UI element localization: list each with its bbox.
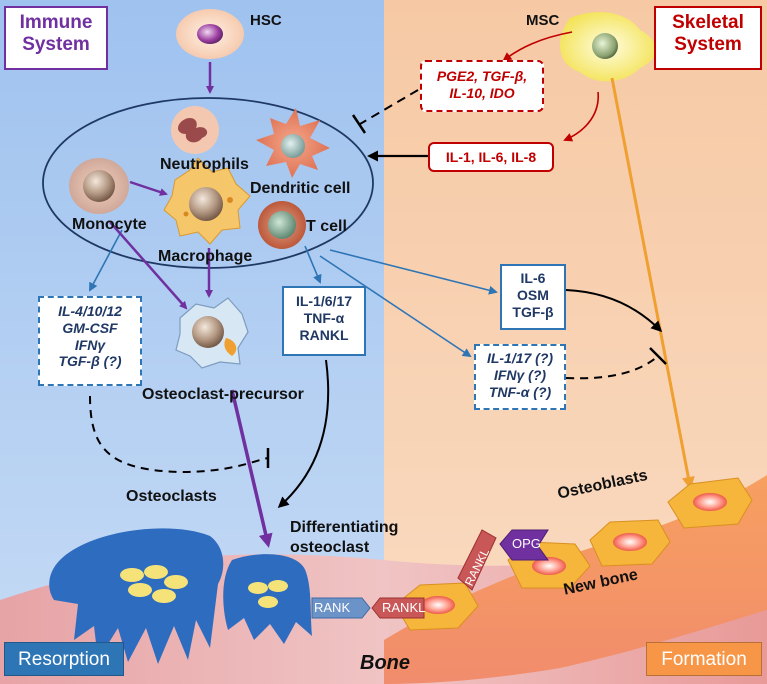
immune-title-line1: Immune: [19, 12, 93, 33]
opg-decoy: [499, 529, 549, 561]
pro-osteoclast-line2: TNF-α: [303, 309, 345, 326]
pro-osteoclast-line1: IL-1/6/17: [295, 293, 353, 309]
osteoclasts-label: Osteoclasts: [126, 488, 217, 505]
t-cell: [258, 201, 306, 249]
t-cell-label: T cell: [306, 218, 347, 235]
monocyte-to-precursor-arrow: [109, 221, 188, 310]
formation-label: Formation: [646, 642, 762, 676]
opg-label: OPG: [512, 536, 541, 551]
inhibitory-blunt-cap: [351, 114, 367, 134]
hsc-label: HSC: [250, 12, 282, 29]
anti-osteoclast-factors-box: IL-4/10/12 GM-CSF IFNγ TGF-β (?): [38, 296, 142, 386]
anti-osteoblast-factors-box: IL-1/17 (?) IFNγ (?) TNF-α (?): [474, 344, 566, 410]
neutrophil-cell: [171, 106, 219, 154]
anti-osteoclast-line3: IFNγ: [74, 336, 106, 353]
rankl-bone-label: RANKL: [382, 600, 426, 615]
msc-inhibitory-line2: IL-10, IDO: [449, 84, 515, 101]
immune-title-line2: System: [22, 33, 90, 55]
pro-osteoblast-arrow: [565, 289, 663, 333]
pro-osteoblast-line2: OSM: [517, 286, 549, 303]
rankl-ligand-osteoblast: [457, 529, 497, 591]
bone-label: Bone: [360, 652, 410, 674]
anti-osteoblast-line2: IFNγ (?): [493, 366, 547, 383]
msc-cell: [559, 12, 656, 82]
inhibitory-to-immune-blunt: [359, 89, 419, 125]
to-pro-osteoblast-arrow: [329, 249, 498, 295]
neutrophils-label: Neutrophils: [160, 156, 249, 173]
anti-osteoclast-line2: GM-CSF: [62, 319, 118, 336]
hsc-cell: [176, 9, 244, 59]
macrophage-cell: [163, 157, 251, 245]
skeletal-title-line1: Skeletal: [672, 12, 744, 33]
osteoclast-precursor-label: Osteoclast-precursor: [142, 386, 304, 403]
anti-osteoblast-blunt: [565, 355, 659, 380]
rank-label: RANK: [314, 600, 351, 615]
monocyte-cell: [69, 158, 129, 214]
osteoclast-precursor-cell: [175, 297, 249, 369]
anti-osteoclast-blunt: [89, 395, 269, 474]
pro-osteoclast-factors-box: IL-1/6/17 TNF-α RANKL: [282, 286, 366, 356]
to-anti-osteoblast-arrow: [319, 255, 472, 358]
msc-inhibitory-factors-box: PGE2, TGF-β, IL-10, IDO: [420, 60, 544, 112]
monocyte-label: Monocyte: [72, 216, 147, 233]
msc-inhibitory-line1: PGE2, TGF-β,: [436, 68, 528, 84]
msc-to-inhibitory-arrow: [502, 31, 573, 62]
anti-osteoclast-line1: IL-4/10/12: [58, 303, 122, 319]
skeletal-system-title: Skeletal System: [654, 6, 762, 70]
differentiating-label-line2: osteoclast: [290, 539, 370, 556]
precursor-to-osteoclast-arrow: [230, 389, 273, 548]
msc-stimulatory-text: IL-1, IL-6, IL-8: [445, 149, 537, 165]
anti-osteoblast-line3: TNF-α (?): [488, 383, 552, 400]
msc-stimulatory-factors-box: IL-1, IL-6, IL-8: [428, 142, 554, 172]
resorption-label: Resorption: [4, 642, 124, 676]
immune-system-title: Immune System: [4, 6, 108, 70]
msc-to-stimulatory-arrow: [563, 91, 599, 142]
msc-to-osteoblast-arrow: [610, 77, 695, 490]
to-anti-osteoclast-arrow: [89, 229, 123, 292]
pro-osteoblast-line3: TGF-β: [512, 303, 554, 320]
to-pro-osteoclast-arrow: [304, 245, 322, 284]
dendritic-cell: [256, 108, 330, 178]
monocyte-to-macrophage-arrow: [129, 180, 168, 196]
msc-label: MSC: [526, 12, 560, 29]
anti-osteoblast-line1: IL-1/17 (?): [486, 350, 554, 366]
pro-osteoblast-factors-box: IL-6 OSM TGF-β: [500, 264, 566, 330]
dendritic-cell-label: Dendritic cell: [250, 180, 351, 197]
macrophage-label: Macrophage: [158, 248, 253, 265]
rank-receptor: [311, 597, 371, 619]
pro-osteoclast-line3: RANKL: [299, 326, 349, 343]
osteoclast-cell: [49, 528, 224, 664]
anti-osteoblast-blunt-cap: [649, 347, 667, 365]
skeletal-title-line2: System: [674, 33, 742, 55]
pro-osteoblast-line1: IL-6: [520, 270, 546, 286]
differentiating-label-line1: Differentiating: [290, 519, 399, 536]
anti-osteoclast-line4: TGF-β (?): [58, 353, 122, 370]
rankl-ligand-bone: [371, 597, 425, 619]
pro-osteoclast-arrow: [277, 359, 330, 509]
differentiating-osteoclast-label: Differentiating osteoclast: [290, 518, 398, 558]
differentiating-osteoclast-cell: [223, 554, 312, 644]
